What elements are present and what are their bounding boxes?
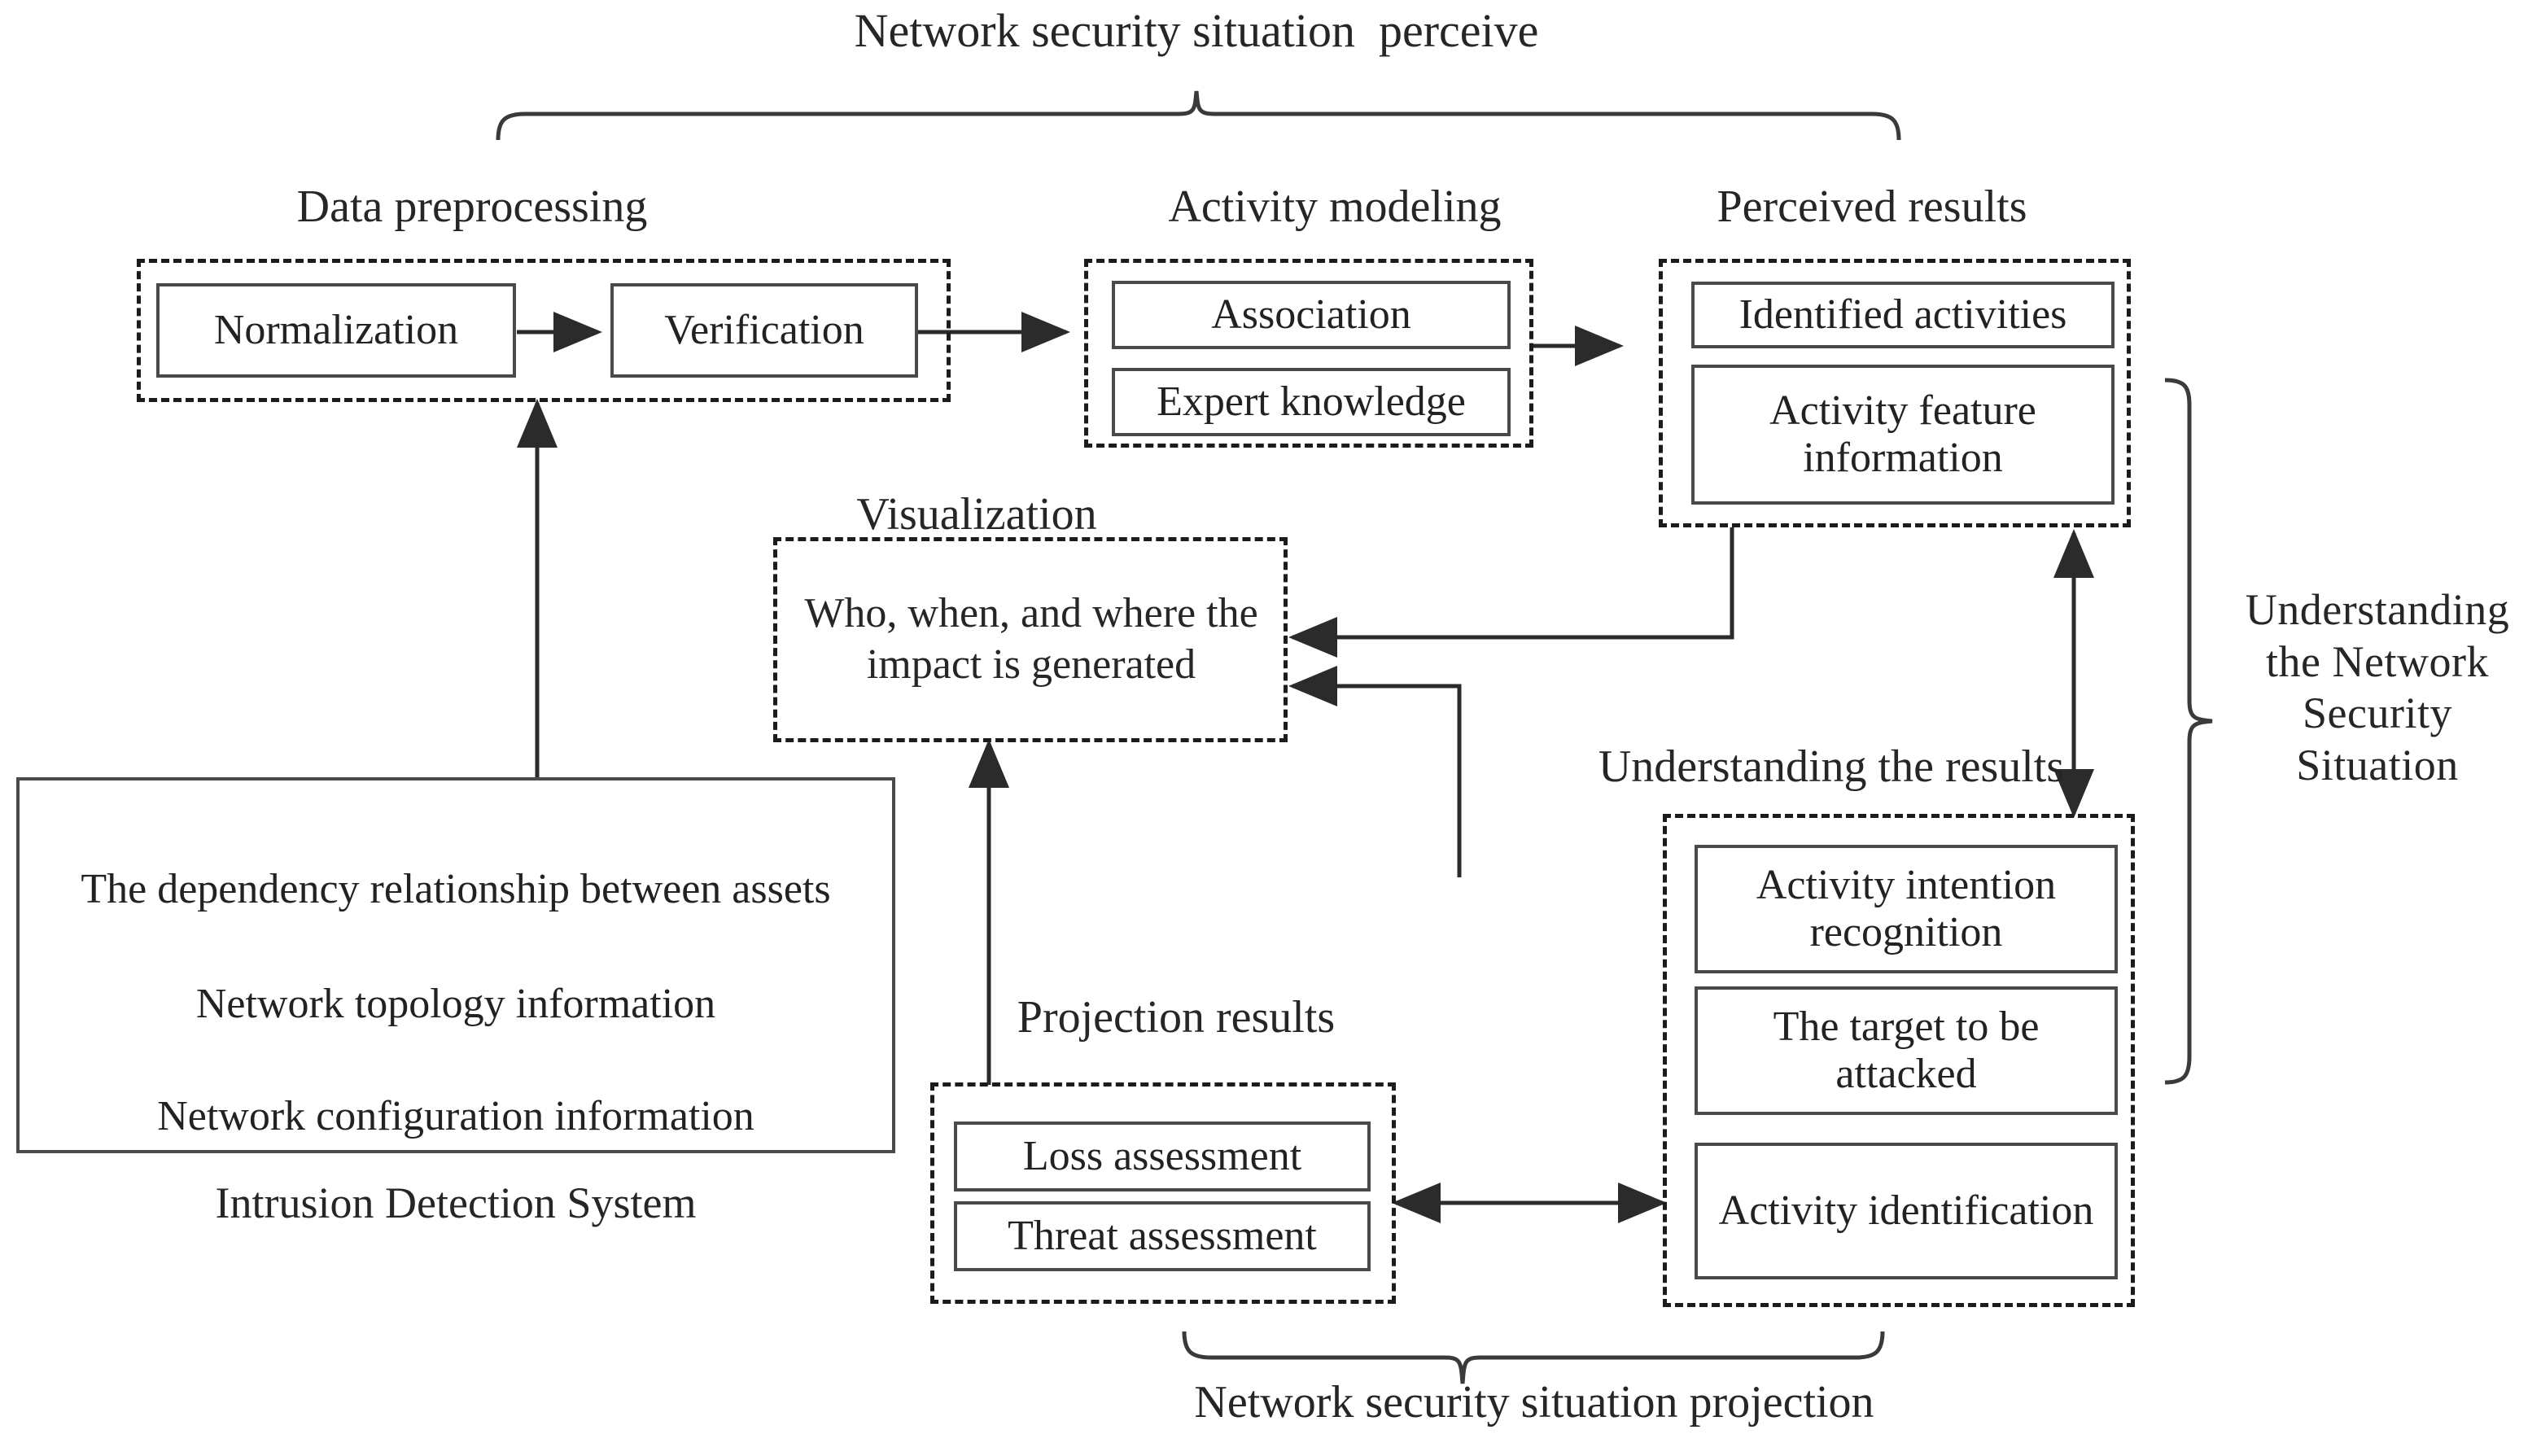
box-normalization[interactable]: Normalization — [156, 283, 516, 378]
group-title-activity-modeling: Activity modeling — [1168, 181, 1502, 232]
group-title-perceived-results: Perceived results — [1717, 181, 2027, 232]
box-activity-identification[interactable]: Activity identification — [1695, 1143, 2118, 1279]
box-activity-intention-recognition[interactable]: Activity intention recognition — [1695, 845, 2118, 973]
box-threat-assessment[interactable]: Threat assessment — [954, 1201, 1371, 1271]
panel-intrusion-detection-system: The dependency relationship between asse… — [16, 777, 895, 1153]
group-perceived-results — [1659, 259, 2131, 527]
box-target-to-be-attacked[interactable]: The target to be attacked — [1695, 986, 2118, 1115]
brace-right — [2164, 378, 2213, 1085]
box-expert-knowledge[interactable]: Expert knowledge — [1112, 368, 1511, 436]
group-understanding-results — [1663, 814, 2135, 1307]
right-caption: Understanding the Network Security Situa… — [2245, 585, 2510, 790]
ids-caption: Intrusion Detection System — [215, 1178, 697, 1227]
group-projection-results — [930, 1082, 1396, 1304]
box-loss-assessment[interactable]: Loss assessment — [954, 1122, 1371, 1191]
ids-line-3: Network configuration information — [157, 1093, 754, 1139]
top-caption: Network security situation perceive — [854, 4, 1539, 57]
group-data-preprocessing — [137, 259, 951, 402]
wire-understanding-visualization — [1288, 666, 1462, 877]
wire-perceived-visualization — [1288, 527, 1734, 658]
brace-top — [496, 90, 1901, 141]
box-activity-feature-information[interactable]: Activity feature information — [1691, 365, 2115, 505]
group-title-data-preprocessing: Data preprocessing — [296, 181, 648, 232]
box-association[interactable]: Association — [1112, 281, 1511, 349]
box-verification[interactable]: Verification — [610, 283, 918, 378]
ids-line-2: Network topology information — [195, 981, 716, 1027]
group-visualization — [773, 537, 1288, 742]
bottom-caption: Network security situation projection — [1194, 1377, 1874, 1428]
brace-bottom — [1182, 1331, 1885, 1384]
group-activity-modeling — [1084, 259, 1533, 448]
group-title-understanding-results: Understanding the results — [1598, 741, 2065, 792]
ids-line-1: The dependency relationship between asse… — [81, 866, 831, 912]
visualization-text: Who, when, and where the impact is gener… — [804, 590, 1258, 689]
group-title-visualization: Visualization — [856, 489, 1097, 540]
box-identified-activities[interactable]: Identified activities — [1691, 282, 2115, 348]
group-title-projection-results: Projection results — [1017, 992, 1336, 1043]
